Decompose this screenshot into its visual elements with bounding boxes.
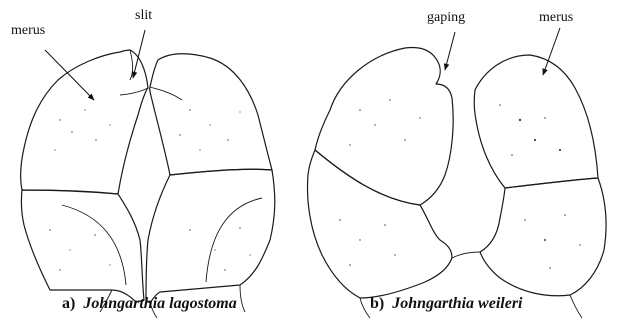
panel-b-right-merus: [474, 55, 598, 188]
label-b-gaping: gaping: [427, 11, 465, 25]
panel-b-drawing: [308, 48, 606, 318]
label-b-merus: merus: [539, 11, 573, 25]
arrow-a-merus: [45, 50, 94, 100]
panel-a-drawing: [21, 50, 275, 318]
caption-a: a) Johngarthia lagostoma: [62, 296, 237, 312]
panel-b-left-merus: [315, 48, 453, 205]
panel-a-right-merus: [150, 54, 272, 175]
panel-a-left-ischium: [21, 190, 144, 302]
annotation-arrows: [45, 28, 560, 100]
arrow-b-gaping: [445, 32, 455, 70]
caption-a-letter: a): [62, 295, 75, 312]
caption-b-species: Johngarthia weileri: [392, 295, 522, 312]
caption-b: b) Johngarthia weileri: [370, 296, 522, 312]
panel-a-left-merus: [21, 50, 148, 194]
panel-b-left-ischium: [308, 150, 452, 298]
panel-b-right-ischium: [480, 178, 606, 296]
panel-b-stipple: [339, 99, 581, 269]
label-a-slit: slit: [135, 9, 152, 23]
panel-a-stipple: [49, 109, 250, 270]
caption-a-species: Johngarthia lagostoma: [83, 295, 236, 312]
panel-a-right-ischium: [146, 169, 275, 303]
caption-b-letter: b): [370, 295, 384, 312]
label-a-merus: merus: [11, 24, 45, 38]
arrow-b-merus: [543, 28, 560, 75]
